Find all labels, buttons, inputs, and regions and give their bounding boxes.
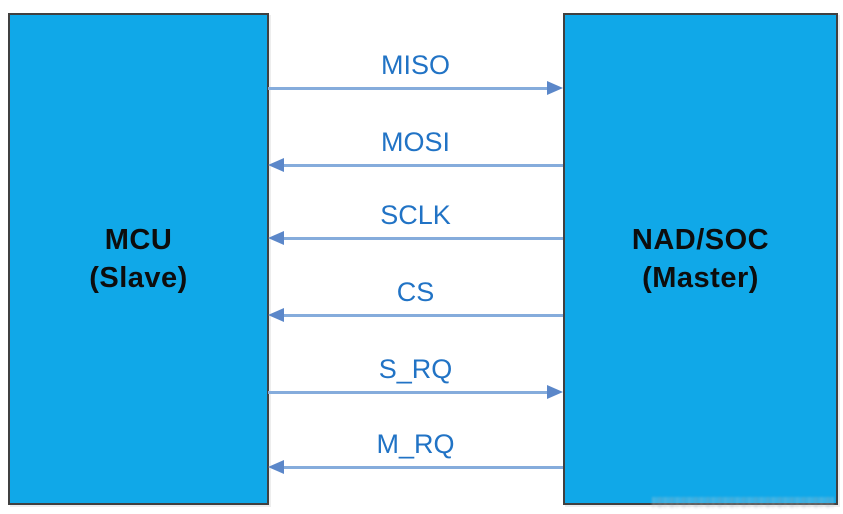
arrow-right-icon <box>547 385 563 399</box>
arrow-right-icon <box>547 81 563 95</box>
mcu-title-line2: (Slave) <box>89 262 188 294</box>
signal-sclk-label: SCLK <box>380 200 451 230</box>
signal-m-rq: M_RQ <box>268 427 563 475</box>
signal-sclk: SCLK <box>268 198 563 246</box>
signal-mosi: MOSI <box>268 125 563 173</box>
signal-cs-label: CS <box>396 277 435 307</box>
signal-s-rq-line <box>268 391 551 394</box>
signal-m-rq-line <box>280 466 563 469</box>
signal-cs: CS <box>268 275 563 323</box>
signal-mosi-line <box>280 164 563 167</box>
nad-title-line2: (Master) <box>642 262 759 294</box>
nad-title-line1: NAD/SOC <box>631 224 770 256</box>
arrow-left-icon <box>268 158 284 172</box>
arrow-left-icon <box>268 231 284 245</box>
arrow-left-icon <box>268 460 284 474</box>
arrow-left-icon <box>268 308 284 322</box>
signal-mosi-label: MOSI <box>380 127 450 157</box>
signal-miso-label: MISO <box>380 50 450 80</box>
signal-s-rq-label: S_RQ <box>378 354 453 384</box>
signal-sclk-line <box>280 237 563 240</box>
nad-soc-master-box: NAD/SOC (Master) <box>563 13 838 505</box>
signal-m-rq-label: M_RQ <box>376 429 455 459</box>
mcu-title-line1: MCU <box>104 224 173 256</box>
signal-miso-line <box>268 87 551 90</box>
signal-s-rq: S_RQ <box>268 352 563 400</box>
mcu-slave-box: MCU (Slave) <box>8 13 269 505</box>
signal-cs-line <box>280 314 563 317</box>
signal-miso: MISO <box>268 48 563 96</box>
